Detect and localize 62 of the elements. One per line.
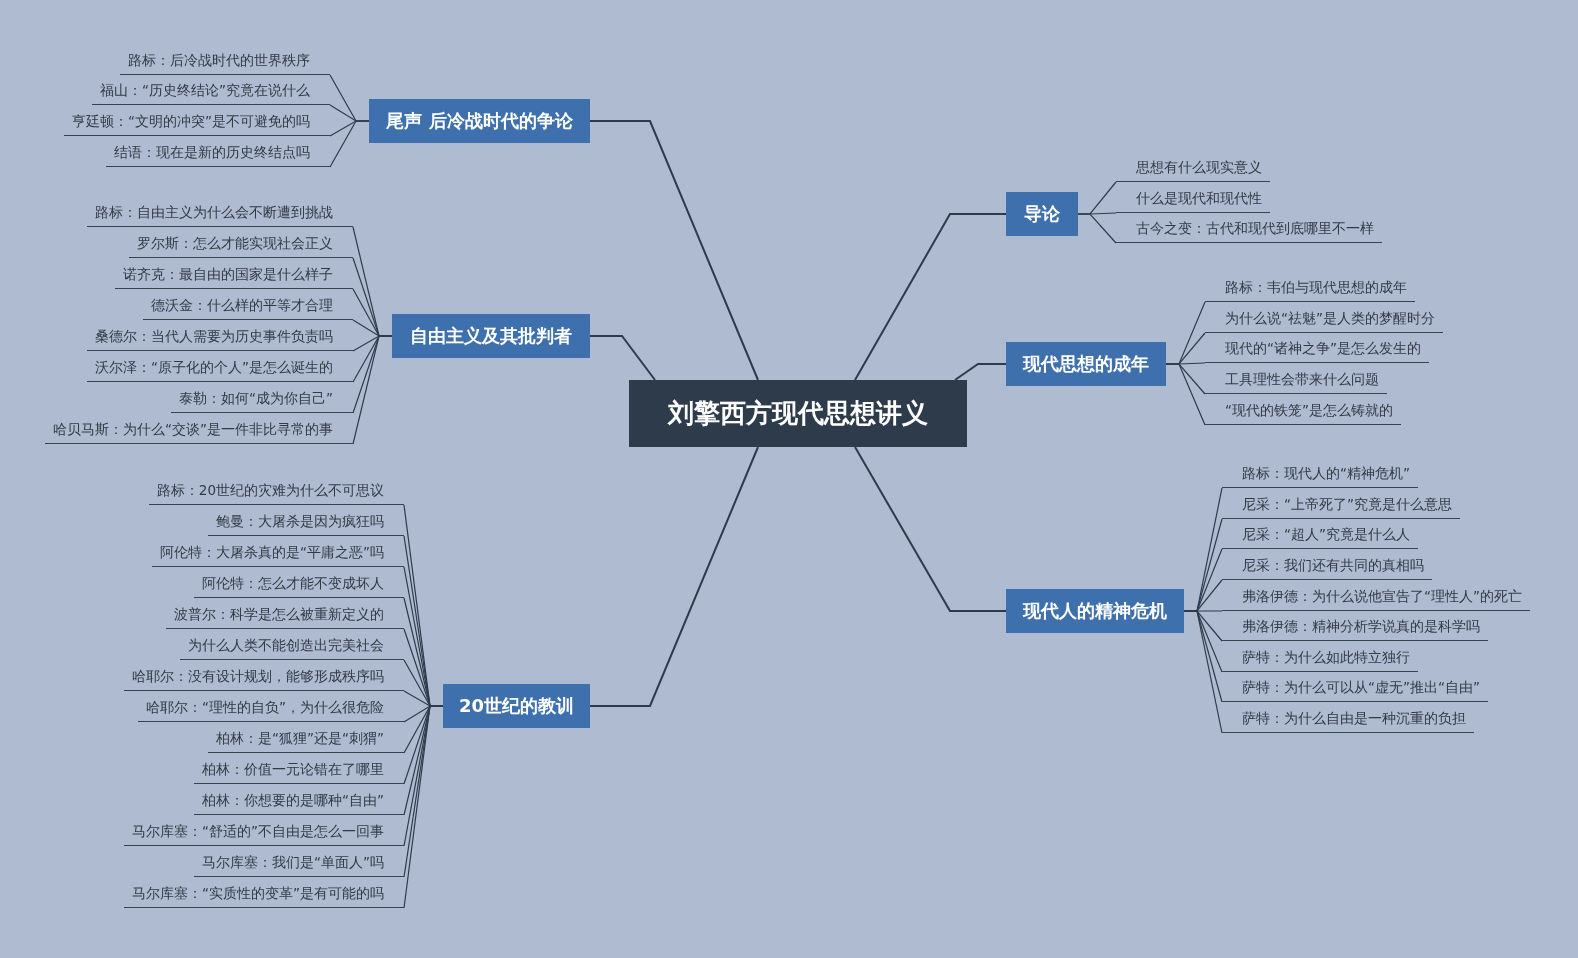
subtopic-label: 福山：“历史终结论”究竟在说什么 bbox=[92, 79, 330, 105]
connector-line bbox=[589, 446, 759, 707]
subtopic-label: 哈耶尔：没有设计规划，能够形成秩序吗 bbox=[124, 665, 404, 691]
subtopic-label: 工具理性会带来什么问题 bbox=[1205, 368, 1387, 394]
topic-box: 自由主义及其批判者 bbox=[392, 314, 590, 358]
subtopic-label: 诺齐克：最自由的国家是什么样子 bbox=[115, 263, 353, 289]
subtopic-label: 现代的“诸神之争”是怎么发生的 bbox=[1205, 337, 1429, 363]
topic-box: 尾声 后冷战时代的争论 bbox=[369, 99, 590, 143]
subtopic-label: 萨特：为什么如此特立独行 bbox=[1222, 646, 1418, 672]
topic-box: 20世纪的教训 bbox=[443, 684, 590, 728]
subtopic-label: 尼采：“上帝死了”究竟是什么意思 bbox=[1222, 493, 1460, 519]
subtopic-label: 柏林：价值一元论错在了哪里 bbox=[194, 758, 404, 784]
subtopic-label: 桑德尔：当代人需要为历史事件负责吗 bbox=[87, 325, 353, 351]
subtopic-label: 哈贝马斯：为什么“交谈”是一件非比寻常的事 bbox=[45, 418, 353, 444]
subtopic-label: 古今之变：古代和现代到底哪里不一样 bbox=[1116, 217, 1382, 243]
subtopic-label: 柏林：你想要的是哪种“自由” bbox=[194, 789, 404, 815]
subtopic-label: 泰勒：如何“成为你自己” bbox=[171, 387, 353, 413]
connector-line bbox=[589, 120, 759, 381]
subtopic-label: 路标：自由主义为什么会不断遭到挑战 bbox=[87, 201, 353, 227]
subtopic-label: 波普尔：科学是怎么被重新定义的 bbox=[166, 603, 404, 629]
topic-box: 现代人的精神危机 bbox=[1006, 589, 1184, 633]
subtopic-label: 为什么人类不能创造出完美社会 bbox=[180, 634, 404, 660]
topic-box: 现代思想的成年 bbox=[1006, 342, 1166, 386]
topic-box: 导论 bbox=[1006, 192, 1078, 236]
subtopic-label: 路标：现代人的“精神危机” bbox=[1222, 462, 1418, 488]
subtopic-label: 萨特：为什么自由是一种沉重的负担 bbox=[1222, 707, 1474, 733]
subtopic-label: 什么是现代和现代性 bbox=[1116, 187, 1270, 213]
subtopic-label: 萨特：为什么可以从“虚无”推出“自由” bbox=[1222, 676, 1488, 702]
connector-line bbox=[854, 446, 1007, 612]
subtopic-label: 亨廷顿：“文明的冲突”是不可避免的吗 bbox=[64, 110, 330, 136]
subtopic-label: 结语：现在是新的历史终结点吗 bbox=[106, 141, 330, 167]
subtopic-label: 为什么说“祛魅”是人类的梦醒时分 bbox=[1205, 307, 1443, 333]
subtopic-label: 尼采：“超人”究竟是什么人 bbox=[1222, 523, 1418, 549]
subtopic-label: 柏林：是“狐狸”还是“刺猬” bbox=[208, 727, 404, 753]
central-topic-box: 刘擎西方现代思想讲义 bbox=[629, 380, 967, 447]
subtopic-label: 路标：韦伯与现代思想的成年 bbox=[1205, 276, 1415, 302]
connector-line bbox=[1077, 213, 1117, 244]
subtopic-label: 尼采：我们还有共同的真相吗 bbox=[1222, 554, 1432, 580]
subtopic-label: 弗洛伊德：精神分析学说真的是科学吗 bbox=[1222, 615, 1488, 641]
subtopic-label: 弗洛伊德：为什么说他宣告了“理性人”的死亡 bbox=[1222, 585, 1530, 611]
subtopic-label: 罗尔斯：怎么才能实现社会正义 bbox=[129, 232, 353, 258]
subtopic-label: 阿伦特：大屠杀真的是“平庸之恶”吗 bbox=[152, 541, 404, 567]
subtopic-label: 马尔库塞：“实质性的变革”是有可能的吗 bbox=[124, 882, 404, 908]
subtopic-label: 路标：20世纪的灾难为什么不可思议 bbox=[148, 479, 404, 505]
connector-line bbox=[352, 335, 393, 445]
subtopic-label: 德沃金：什么样的平等才合理 bbox=[143, 294, 353, 320]
subtopic-label: 思想有什么现实意义 bbox=[1116, 156, 1270, 182]
subtopic-label: 阿伦特：怎么才能不变成坏人 bbox=[194, 572, 404, 598]
connector-line bbox=[589, 335, 656, 381]
connector-line bbox=[954, 363, 1007, 381]
subtopic-label: “现代的铁笼”是怎么铸就的 bbox=[1205, 399, 1401, 425]
subtopic-label: 马尔库塞：我们是“单面人”吗 bbox=[194, 851, 404, 877]
connector-line bbox=[1183, 610, 1223, 734]
subtopic-label: 路标：后冷战时代的世界秩序 bbox=[120, 49, 330, 75]
connector-line bbox=[854, 213, 1007, 381]
connector-line bbox=[403, 705, 444, 909]
subtopic-label: 哈耶尔：“理性的自负”，为什么很危险 bbox=[138, 696, 404, 722]
connector-line bbox=[329, 120, 370, 168]
subtopic-label: 马尔库塞：“舒适的”不自由是怎么一回事 bbox=[124, 820, 404, 846]
subtopic-label: 沃尔泽：“原子化的个人”是怎么诞生的 bbox=[87, 356, 353, 382]
subtopic-label: 鲍曼：大屠杀是因为疯狂吗 bbox=[208, 510, 404, 536]
connector-line bbox=[1165, 363, 1206, 426]
